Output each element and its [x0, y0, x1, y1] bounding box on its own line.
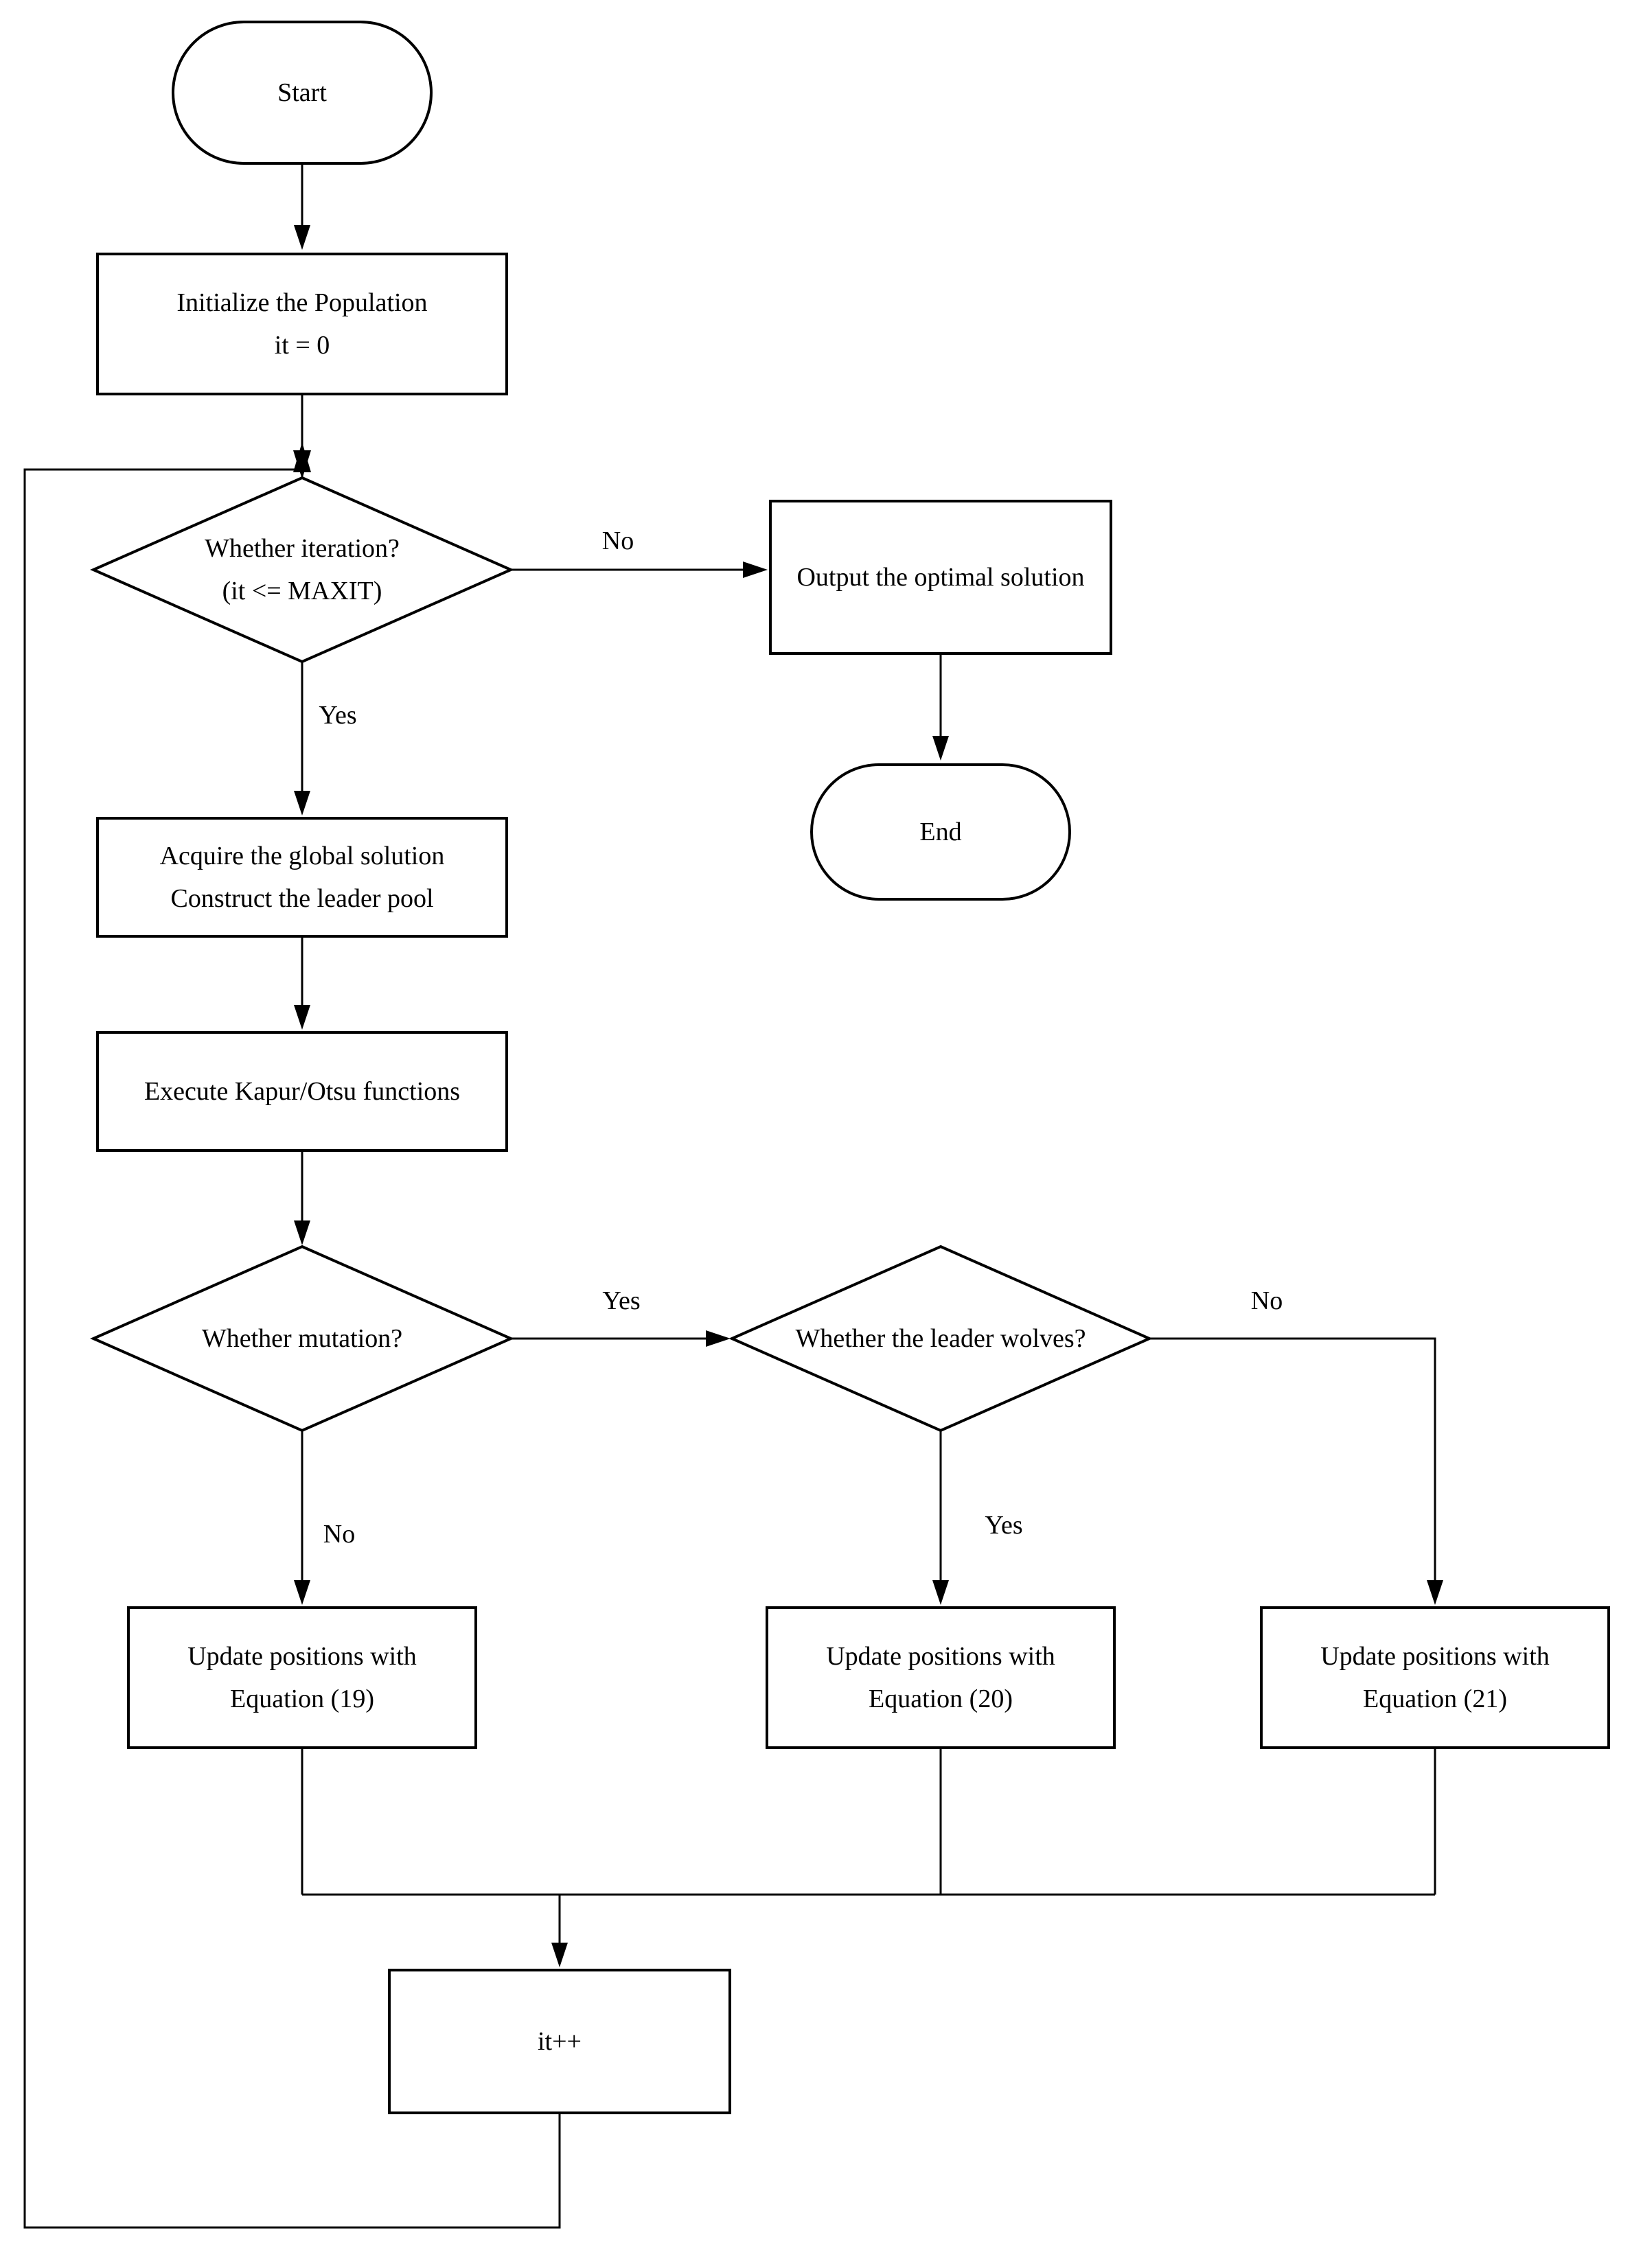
edge-leader-no [1149, 1337, 1443, 1605]
end-terminator: End [810, 763, 1071, 901]
iteration-condition: (it <= MAXIT) [222, 577, 382, 605]
update-eq19-line1: Update positions with [187, 1642, 417, 1671]
mutation-yes-label: Yes [602, 1286, 641, 1315]
iteration-no-label: No [601, 526, 634, 555]
update-eq21-line2: Equation (21) [1362, 1685, 1507, 1713]
leader-question: Whether the leader wolves? [795, 1324, 1086, 1353]
initialize-population-line1: Initialize the Population [176, 288, 428, 317]
update-equation-19-box: Update positions with Equation (19) [127, 1606, 477, 1749]
execute-functions-label: Execute Kapur/Otsu functions [144, 1077, 461, 1106]
update-eq20-line2: Equation (20) [868, 1685, 1013, 1713]
update-eq20-line1: Update positions with [826, 1642, 1055, 1671]
initialize-population-line2: it = 0 [274, 331, 330, 360]
update-equation-20-box: Update positions with Equation (20) [766, 1606, 1116, 1749]
mutation-decision-text: Whether mutation? [202, 1317, 402, 1360]
leader-yes-label: Yes [985, 1511, 1023, 1540]
iteration-yes-label: Yes [319, 701, 357, 730]
leader-decision-text: Whether the leader wolves? [795, 1317, 1086, 1360]
output-solution-box: Output the optimal solution [769, 500, 1112, 655]
increment-iteration-box: it++ [388, 1969, 731, 2114]
mutation-question: Whether mutation? [201, 1324, 403, 1353]
initialize-population-box: Initialize the Population it = 0 [96, 253, 508, 395]
iteration-decision-text: Whether iteration? (it <= MAXIT) [205, 527, 400, 612]
iteration-question: Whether iteration? [205, 534, 400, 563]
increment-label: it++ [538, 2027, 582, 2056]
acquire-solution-box: Acquire the global solution Construct th… [96, 817, 508, 938]
update-eq19-line2: Equation (19) [229, 1685, 374, 1713]
start-terminator: Start [172, 21, 433, 165]
arrowhead-down-icon [293, 450, 311, 479]
acquire-solution-line1: Acquire the global solution [159, 842, 445, 870]
update-eq21-line1: Update positions with [1320, 1642, 1550, 1671]
end-label: End [919, 818, 962, 846]
acquire-solution-line2: Construct the leader pool [170, 884, 434, 913]
output-solution-label: Output the optimal solution [796, 563, 1085, 592]
update-equation-21-box: Update positions with Equation (21) [1260, 1606, 1610, 1749]
execute-functions-box: Execute Kapur/Otsu functions [96, 1031, 508, 1152]
mutation-no-label: No [323, 1520, 356, 1549]
leader-no-label: No [1250, 1286, 1283, 1315]
start-label: Start [277, 78, 327, 107]
edge-loop-return [23, 468, 561, 2229]
